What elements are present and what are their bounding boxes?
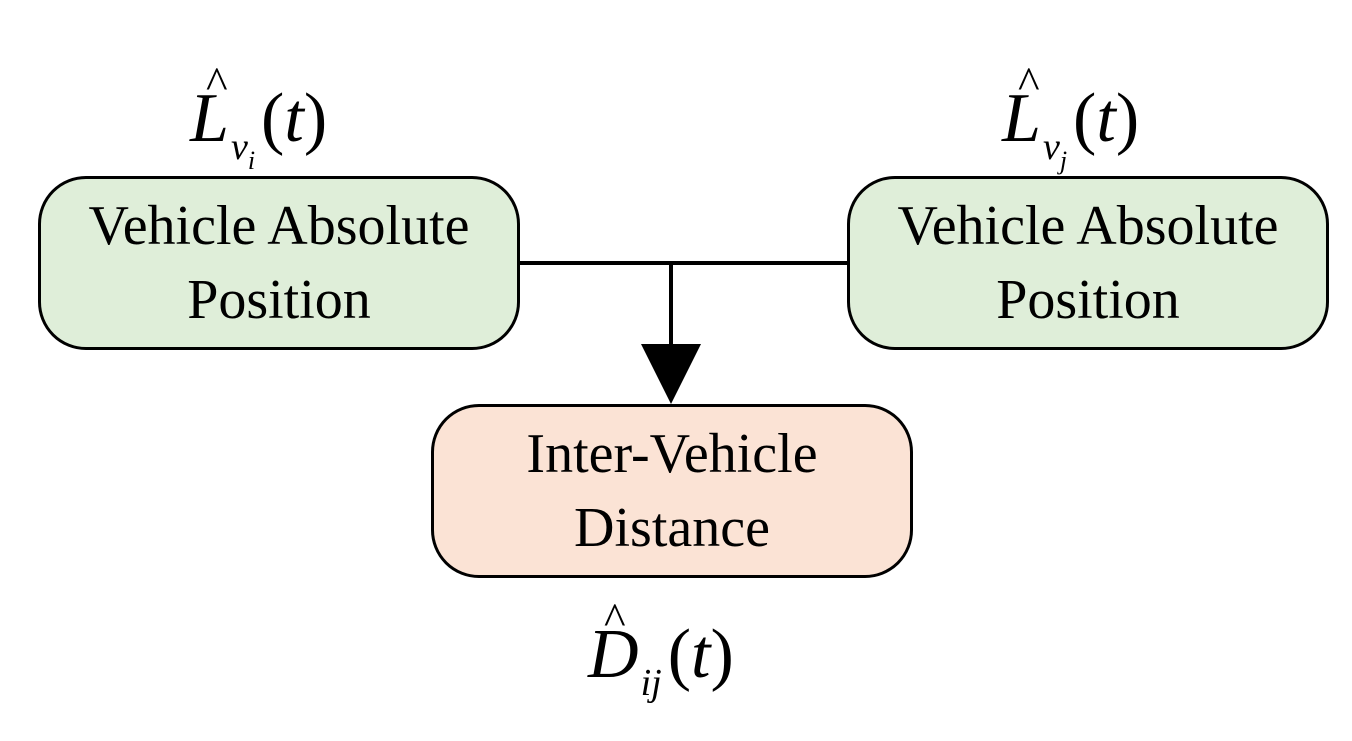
- node-right-line2: Position: [996, 269, 1180, 331]
- label-l-hat-vi-t: ^Lvi(t): [190, 57, 328, 175]
- label-left-symbol: L: [190, 80, 229, 157]
- label-right-arg: t: [1096, 80, 1116, 157]
- label-right-sub: v: [1042, 126, 1060, 168]
- label-bottom-sub: ij: [640, 662, 662, 704]
- label-l-hat-vj-t: ^Lvj(t): [1002, 57, 1140, 175]
- hat-accent: ^: [604, 593, 626, 644]
- label-right-subsub: j: [1059, 146, 1068, 175]
- node-inter-vehicle-distance: Inter-Vehicle Distance: [431, 404, 913, 578]
- node-bottom-line2: Distance: [574, 497, 770, 559]
- node-right-line1: Vehicle Absolute: [897, 195, 1279, 257]
- node-bottom-line1: Inter-Vehicle: [526, 423, 818, 485]
- label-left-subsub: i: [247, 146, 256, 175]
- down-arrowhead: [641, 344, 701, 404]
- label-right-symbol: L: [1002, 80, 1041, 157]
- node-left-line2: Position: [187, 269, 371, 331]
- label-d-hat-ij-t: ^Dij(t): [588, 593, 734, 704]
- label-bottom-symbol: D: [588, 616, 639, 693]
- hat-accent: ^: [206, 57, 228, 108]
- hat-accent: ^: [1018, 57, 1040, 108]
- label-left-sub: v: [230, 126, 248, 168]
- node-vehicle-absolute-position-right: Vehicle Absolute Position: [847, 176, 1329, 350]
- node-left-line1: Vehicle Absolute: [88, 195, 470, 257]
- label-bottom-arg: t: [691, 616, 711, 693]
- node-vehicle-absolute-position-left: Vehicle Absolute Position: [38, 176, 520, 350]
- label-left-arg: t: [284, 80, 304, 157]
